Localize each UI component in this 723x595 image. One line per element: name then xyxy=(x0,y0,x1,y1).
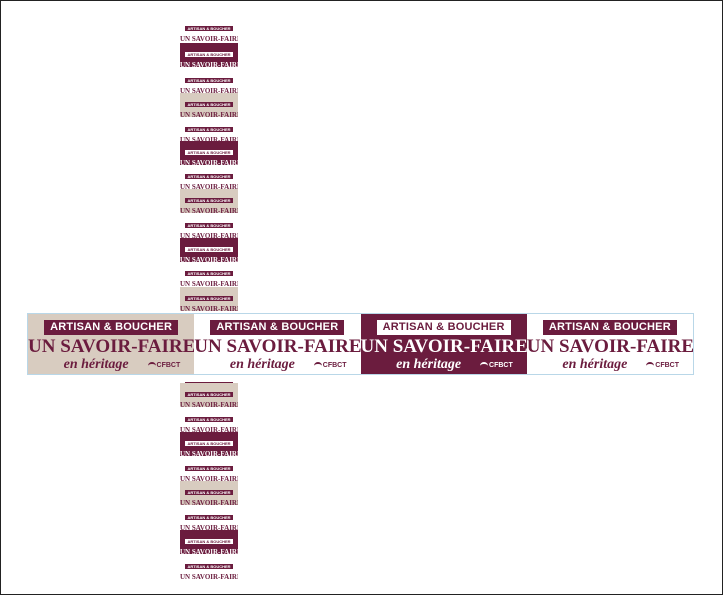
label-badge: ARTISAN & BOUCHER xyxy=(185,174,233,179)
label-badge: ARTISAN & BOUCHER xyxy=(185,26,233,31)
label-subtitle: en héritage xyxy=(562,357,628,372)
label-title: UN SAVOIR-FAIRE xyxy=(180,450,238,456)
label-badge: ARTISAN & BOUCHER xyxy=(376,320,511,335)
logo-text: CFBCT xyxy=(489,362,513,369)
label-title: UN SAVOIR-FAIRE xyxy=(180,401,238,407)
label-title: UN SAVOIR-FAIRE xyxy=(180,256,238,262)
label-badge: ARTISAN & BOUCHER xyxy=(44,320,179,335)
label-title: UN SAVOIR-FAIRE xyxy=(180,475,238,481)
label-title: UN SAVOIR-FAIRE xyxy=(180,305,238,311)
logo-text: CFBCT xyxy=(322,362,347,369)
label-badge: ARTISAN & BOUCHER xyxy=(185,102,233,107)
logo-mark xyxy=(147,362,156,370)
label-title: UN SAVOIR-FAIRE xyxy=(180,159,238,165)
label-title: UN SAVOIR-FAIRE xyxy=(180,111,238,117)
label-badge: ARTISAN & BOUCHER xyxy=(185,78,233,83)
label-subtitle: en héritage xyxy=(396,357,462,372)
label-panel-white: ARTISAN & BOUCHER UN SAVOIR-FAIRE en hér… xyxy=(194,314,361,374)
logo-mark xyxy=(646,362,655,370)
label-badge: ARTISAN & BOUCHER xyxy=(185,150,233,155)
label-badge: ARTISAN & BOUCHER xyxy=(185,515,233,520)
label-title: UN SAVOIR-FAIRE xyxy=(180,426,238,432)
label-badge: ARTISAN & BOUCHER xyxy=(185,52,233,57)
label-title: UN SAVOIR-FAIRE xyxy=(180,499,238,505)
cfbct-logo-icon: CFBCT xyxy=(147,362,181,370)
label-title: UN SAVOIR-FAIRE xyxy=(194,336,361,357)
label-title: UN SAVOIR-FAIRE xyxy=(180,280,238,286)
label-title: UN SAVOIR-FAIRE xyxy=(180,232,238,238)
label-subtitle: en héritage xyxy=(229,357,295,372)
label-title: UN SAVOIR-FAIRE xyxy=(526,336,693,357)
label-badge: ARTISAN & BOUCHER xyxy=(542,320,677,335)
label-panel-white: ARTISAN & BOUCHER UN SAVOIR-FAIRE en hér… xyxy=(526,314,693,374)
label-title: UN SAVOIR-FAIRE xyxy=(180,524,238,530)
label-badge: ARTISAN & BOUCHER xyxy=(210,320,345,335)
label-badge: ARTISAN & BOUCHER xyxy=(185,127,233,132)
label-title: UN SAVOIR-FAIRE xyxy=(180,87,238,93)
label-title: UN SAVOIR-FAIRE xyxy=(180,61,238,67)
label-title: UN SAVOIR-FAIRE xyxy=(180,207,238,213)
logo-text: CFBCT xyxy=(156,362,181,369)
label-badge: ARTISAN & BOUCHER xyxy=(185,564,233,569)
label-title: UN SAVOIR-FAIRE xyxy=(180,35,238,41)
cfbct-logo-icon: CFBCT xyxy=(313,362,347,370)
horizontal-label-strip: ARTISAN & BOUCHER UN SAVOIR-FAIRE en hér… xyxy=(27,313,694,375)
label-title: UN SAVOIR-FAIRE xyxy=(180,573,238,579)
label-title: UN SAVOIR-FAIRE xyxy=(180,136,238,142)
label-title: UN SAVOIR-FAIRE xyxy=(180,183,238,189)
label-badge: ARTISAN & BOUCHER xyxy=(185,271,233,276)
label-badge: ARTISAN & BOUCHER xyxy=(185,417,233,422)
label-panel-beige: ARTISAN & BOUCHER UN SAVOIR-FAIRE en hér… xyxy=(28,314,195,374)
label-title: UN SAVOIR-FAIRE xyxy=(180,548,238,554)
label-badge: ARTISAN & BOUCHER xyxy=(185,490,233,495)
logo-text: CFBCT xyxy=(655,362,679,369)
label-title: UN SAVOIR-FAIRE xyxy=(360,336,527,357)
label-badge: ARTISAN & BOUCHER xyxy=(185,296,233,301)
cfbct-logo-icon: CFBCT xyxy=(480,362,513,370)
label-badge: ARTISAN & BOUCHER xyxy=(185,247,233,252)
label-subtitle: en héritage xyxy=(63,357,129,372)
label-badge: ARTISAN & BOUCHER xyxy=(185,466,233,471)
label-badge: ARTISAN & BOUCHER xyxy=(185,441,233,446)
label-badge: ARTISAN & BOUCHER xyxy=(185,392,233,397)
logo-mark xyxy=(313,362,322,370)
cfbct-logo-icon: CFBCT xyxy=(646,362,679,370)
label-badge: ARTISAN & BOUCHER xyxy=(185,223,233,228)
logo-mark xyxy=(480,362,489,370)
label-badge: ARTISAN & BOUCHER xyxy=(185,198,233,203)
label-panel-maroon: ARTISAN & BOUCHER UN SAVOIR-FAIRE en hér… xyxy=(360,314,527,374)
label-badge: ARTISAN & BOUCHER xyxy=(185,539,233,544)
label-title: UN SAVOIR-FAIRE xyxy=(28,336,195,357)
